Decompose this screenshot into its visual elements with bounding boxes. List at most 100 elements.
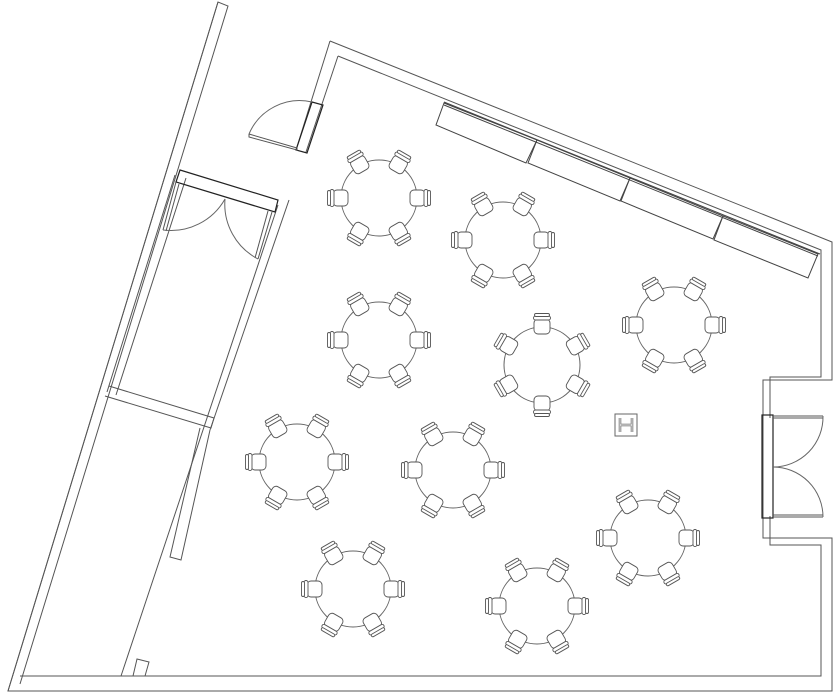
table-group[interactable] — [327, 291, 431, 389]
chair[interactable] — [483, 461, 505, 479]
chair-seat — [704, 316, 721, 334]
door-jamb-right — [257, 211, 273, 260]
chair[interactable] — [387, 149, 412, 175]
chair[interactable] — [533, 231, 555, 249]
table-group[interactable] — [622, 276, 726, 374]
chair[interactable] — [622, 316, 644, 334]
chair-back-edge — [370, 540, 386, 551]
chair[interactable] — [387, 221, 412, 247]
chair[interactable] — [361, 540, 386, 566]
chair[interactable] — [420, 421, 445, 447]
chair[interactable] — [451, 231, 473, 249]
corridor-double-door[interactable] — [162, 169, 279, 260]
chair-back-edge — [427, 332, 431, 348]
chair[interactable] — [264, 413, 289, 439]
chair[interactable] — [409, 189, 431, 207]
chair[interactable] — [327, 189, 349, 207]
chair[interactable] — [682, 348, 707, 374]
chair[interactable] — [346, 363, 371, 389]
chair[interactable] — [615, 489, 640, 515]
chair[interactable] — [320, 540, 345, 566]
chair[interactable] — [264, 485, 289, 511]
round-table[interactable] — [503, 326, 581, 404]
round-table[interactable] — [609, 499, 687, 577]
chair[interactable] — [461, 493, 486, 519]
chair[interactable] — [545, 557, 570, 583]
chair[interactable] — [678, 529, 700, 547]
door-swing-arc-right — [224, 198, 259, 260]
chair[interactable] — [346, 149, 371, 175]
round-table[interactable] — [498, 567, 576, 645]
chair[interactable] — [533, 313, 551, 335]
round-table[interactable] — [635, 286, 713, 364]
chair[interactable] — [656, 561, 681, 587]
chair-back-edge — [554, 644, 570, 655]
chair[interactable] — [656, 489, 681, 515]
chair[interactable] — [470, 191, 495, 217]
chair[interactable] — [485, 597, 507, 615]
chair[interactable] — [641, 276, 666, 302]
chair[interactable] — [409, 331, 431, 349]
chair[interactable] — [361, 612, 386, 638]
top-entry-door[interactable] — [248, 100, 324, 154]
chair-seat — [409, 331, 426, 349]
round-table[interactable] — [464, 201, 542, 279]
chair[interactable] — [301, 580, 323, 598]
table-group[interactable] — [401, 421, 505, 519]
chair[interactable] — [387, 291, 412, 317]
chair[interactable] — [305, 413, 330, 439]
chair[interactable] — [245, 453, 267, 471]
chair[interactable] — [545, 629, 570, 655]
chair-back-edge — [585, 598, 589, 614]
chair[interactable] — [327, 453, 349, 471]
chair[interactable] — [493, 373, 519, 398]
table-group[interactable] — [451, 191, 555, 289]
chair-back-edge — [493, 382, 504, 398]
chair[interactable] — [704, 316, 726, 334]
right-double-door[interactable] — [761, 414, 824, 519]
chair[interactable] — [682, 276, 707, 302]
room-left-wall-inner — [305, 55, 339, 153]
chair[interactable] — [327, 331, 349, 349]
chair-back-edge — [615, 489, 631, 500]
chair[interactable] — [565, 332, 591, 357]
chair[interactable] — [511, 191, 536, 217]
chair[interactable] — [533, 395, 551, 417]
chair[interactable] — [346, 291, 371, 317]
chair[interactable] — [387, 363, 412, 389]
chair-seat — [533, 395, 551, 412]
chair[interactable] — [504, 629, 529, 655]
table-group[interactable] — [327, 149, 431, 247]
chair-seat — [332, 331, 349, 349]
chair[interactable] — [596, 529, 618, 547]
chair[interactable] — [615, 561, 640, 587]
round-table[interactable] — [340, 159, 418, 237]
wall-post — [132, 658, 150, 677]
chair-back-edge — [370, 627, 386, 638]
chair[interactable] — [511, 263, 536, 289]
chair[interactable] — [493, 332, 519, 357]
table-group[interactable] — [596, 489, 700, 587]
chair[interactable] — [305, 485, 330, 511]
chair[interactable] — [565, 373, 591, 398]
chair[interactable] — [641, 348, 666, 374]
chair[interactable] — [383, 580, 405, 598]
chair[interactable] — [320, 612, 345, 638]
chair[interactable] — [346, 221, 371, 247]
table-group[interactable] — [245, 413, 349, 511]
chair[interactable] — [401, 461, 423, 479]
round-table[interactable] — [314, 550, 392, 628]
table-group[interactable] — [485, 557, 589, 655]
round-table[interactable] — [258, 423, 336, 501]
chair[interactable] — [461, 421, 486, 447]
round-table[interactable] — [414, 431, 492, 509]
table-group[interactable] — [301, 540, 405, 638]
round-table[interactable] — [340, 301, 418, 379]
chair[interactable] — [420, 493, 445, 519]
chair[interactable] — [470, 263, 495, 289]
chair-seat — [533, 318, 551, 335]
chair[interactable] — [567, 597, 589, 615]
chair-back-edge — [327, 332, 331, 348]
chair[interactable] — [504, 557, 529, 583]
table-group[interactable] — [493, 313, 591, 417]
